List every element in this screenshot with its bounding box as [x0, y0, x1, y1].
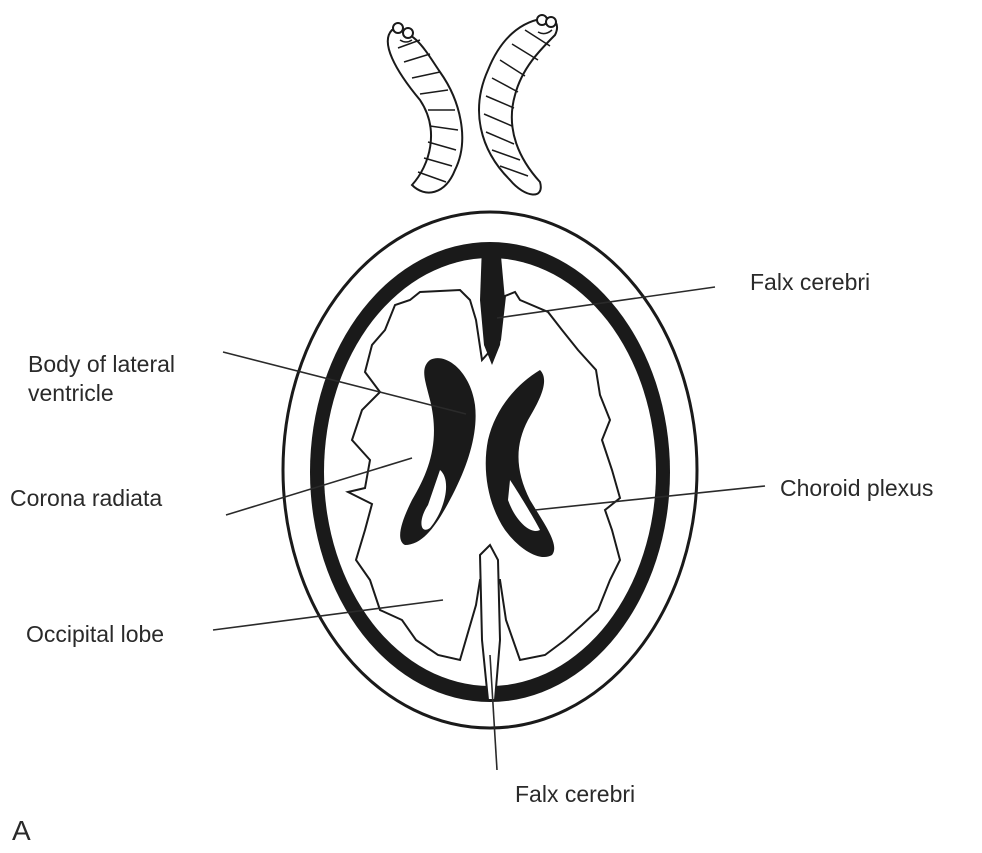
occipital-lobe-label: Occipital lobe — [26, 620, 164, 649]
worm-ventricles-icon — [388, 15, 557, 195]
falx-cerebri-bottom-label: Falx cerebri — [515, 780, 635, 809]
falx-cerebri-top-label: Falx cerebri — [750, 268, 870, 297]
panel-letter: A — [12, 815, 31, 847]
body-of-lateral-ventricle-label: Body of lateral ventricle — [28, 350, 175, 408]
choroid-plexus-label: Choroid plexus — [780, 474, 933, 503]
corona-radiata-label: Corona radiata — [10, 484, 162, 513]
